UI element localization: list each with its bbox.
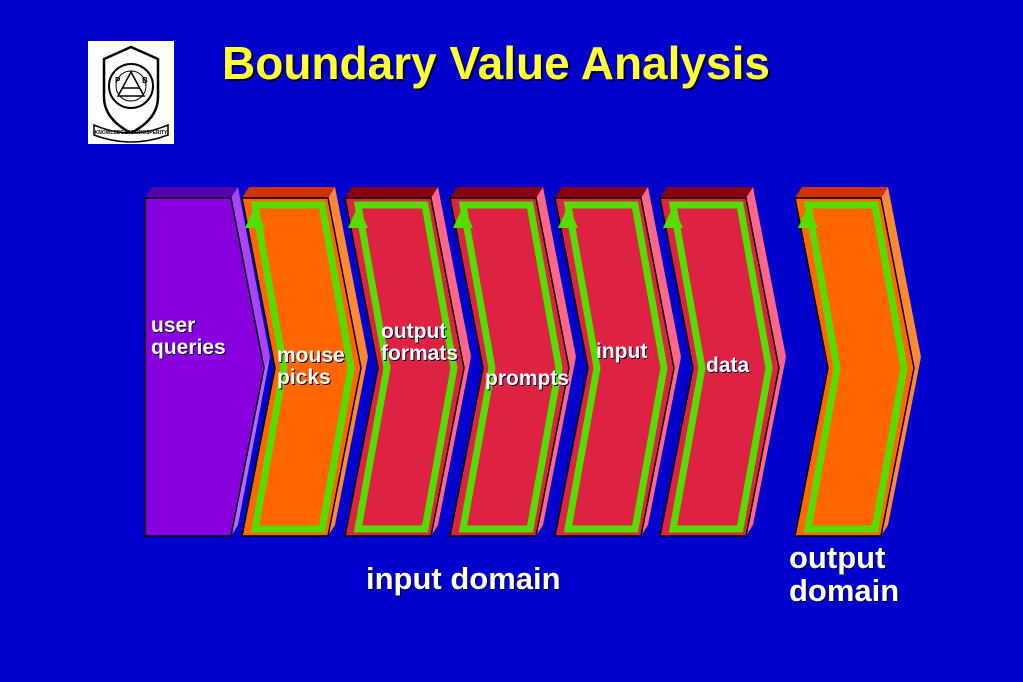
label-line: data bbox=[706, 354, 750, 377]
block-prompts bbox=[449, 187, 576, 537]
label-output-formats: output formats bbox=[381, 320, 459, 366]
label-user-queries: user queries bbox=[151, 314, 226, 360]
label-data: data bbox=[706, 354, 750, 377]
block-user-queries bbox=[144, 187, 270, 537]
logo-motto: KNOWLEDGE IS PROSPERITY bbox=[95, 130, 168, 136]
caption-input-domain: input domain bbox=[366, 561, 561, 596]
block-output-domain bbox=[794, 187, 921, 537]
label-line: user bbox=[151, 314, 196, 337]
label-line: output bbox=[381, 320, 447, 343]
logo-letter-p: P bbox=[115, 76, 121, 85]
caption-output-domain: output domain bbox=[789, 540, 900, 608]
label-line: mouse bbox=[277, 344, 345, 367]
college-crest-icon: P B KNOWLEDGE IS PROSPERITY bbox=[88, 41, 174, 144]
block-input bbox=[554, 187, 681, 537]
label-prompts: prompts bbox=[485, 367, 569, 390]
caption-line: domain bbox=[789, 572, 900, 608]
page-title: Boundary Value Analysis bbox=[222, 37, 770, 89]
label-line: prompts bbox=[485, 367, 569, 390]
block-mouse-picks bbox=[241, 187, 368, 537]
label-input: input bbox=[596, 340, 648, 363]
block-data bbox=[659, 187, 786, 537]
label-mouse-picks: mouse picks bbox=[277, 344, 345, 390]
logo-letter-b: B bbox=[142, 76, 148, 85]
caption-line: output bbox=[789, 540, 886, 575]
block-output-formats bbox=[344, 187, 471, 537]
label-line: input bbox=[596, 340, 648, 363]
label-line: picks bbox=[277, 366, 331, 390]
label-line: queries bbox=[151, 336, 226, 360]
label-line: formats bbox=[381, 342, 459, 366]
